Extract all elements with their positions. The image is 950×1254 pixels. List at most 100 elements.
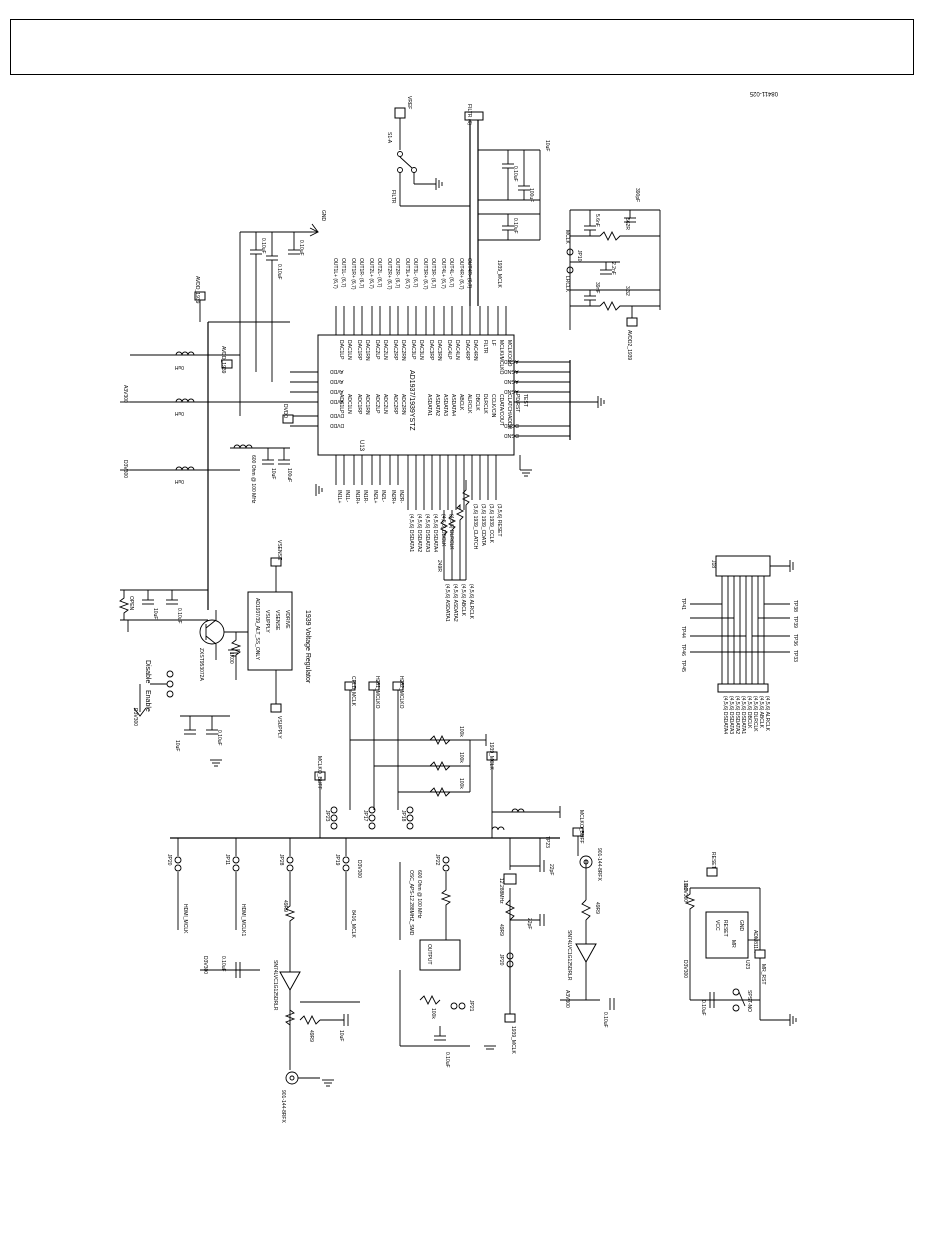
dvdd-bead-label: 600 Ohm @ 100 MHz	[250, 455, 256, 504]
out3l-plus-label: OUT3L+ (6,7)	[404, 258, 410, 289]
title-block	[10, 19, 914, 75]
out3l-minus-label: OUT3L- (6,7)	[412, 258, 418, 288]
codec-pin-adc1lp: ADC1LP	[338, 394, 344, 414]
cap-c80-value: 0.10uF	[512, 166, 518, 182]
codec-pin-dlrclk: DLRCLK	[482, 394, 488, 414]
res-r103-value: OPEN	[128, 596, 134, 611]
codec-pin-asdata3: ASDATA3	[442, 394, 448, 416]
codec-pin-agnd-1: AGND	[504, 358, 519, 364]
cap-c20-value: 0.10uF	[602, 1012, 608, 1028]
res-r169-value: 100k	[458, 778, 464, 789]
vref-label: VREF	[406, 96, 412, 109]
pll-jumper-label: JP10	[576, 250, 582, 262]
out1r-minus-label: OUT1R- (6,7)	[358, 258, 364, 289]
pll-lrclk-label: LRCLK	[564, 276, 570, 293]
codec-pin-dac3ln: DAC3LN	[418, 340, 424, 360]
test-point-tp23: TP23	[544, 836, 550, 848]
avdd-1939-label: AVDD_1939	[194, 276, 200, 304]
ground-symbols	[127, 469, 532, 1087]
codec-pin-dac1rp: DAC1RP	[356, 340, 362, 361]
cdata-label: (3,6) 1939_CDATA	[480, 504, 486, 546]
jumper-jp21: JP21	[468, 1000, 474, 1012]
reset-supervisor: VCC RESET MR GND ADM811R U23 10k0 RESET …	[682, 852, 797, 1026]
codec-input-labels: IN1L+ IN1L- IN1R+ IN1R- IN2L+ IN2L- IN2R…	[336, 490, 502, 552]
filtr-switch-label: FILTR	[390, 190, 396, 204]
dsdata2-label: (4,5,6) DSDATA2	[416, 514, 422, 552]
out1l-plus-label: OUT1L+ (6,7)	[332, 258, 338, 289]
in1l-plus-label: IN1L+	[336, 490, 342, 504]
codec-part-name: AD1937/1939YSTZ	[408, 370, 415, 431]
header-j18-label: J18	[710, 560, 716, 568]
res-left-2: 49R9	[308, 1030, 314, 1042]
codec-pin-adc2lp: ADC2LP	[374, 394, 380, 414]
codec-pin-alrclk: ALRCLK	[466, 394, 472, 414]
codec-pin-dbclk: DBCLK	[474, 394, 480, 411]
mr-net-label: MR_RST	[760, 964, 766, 985]
cap-c125-value: 390pF	[634, 188, 640, 202]
codec-pin-adc1ln: ADC1LN	[346, 394, 352, 414]
transistor-part: ZXST953072A	[198, 648, 204, 681]
mclki-net-label: 1939_MCLK	[496, 260, 502, 288]
hdmi-mclk-label: HDMI_MCLK	[182, 904, 188, 934]
mclk-8416-label: 8416_MCLK	[350, 910, 356, 938]
cap-c130-value: 39nF	[594, 282, 600, 293]
dbclk-label: (4,5,6) DBCLK	[440, 514, 446, 547]
jumper-jp18: JP18	[400, 810, 406, 822]
right-a3v-label: A3V300	[564, 990, 570, 1008]
in2l-minus-label: IN2L-	[380, 490, 386, 503]
res-r197-value: 100k	[458, 726, 464, 737]
regulator-caption: 1939 Voltage Regulator	[304, 610, 311, 684]
crystal-value: 12.288MHz	[498, 878, 504, 904]
codec-pin-agnd-2: AGND	[504, 368, 519, 374]
out4r-plus-label: OUT4R+ (6,7)	[458, 258, 464, 290]
res-r177-value: 1K00	[228, 652, 234, 664]
codec-designator: U13	[358, 440, 364, 452]
reset-ic-part: ADM811R	[752, 930, 758, 953]
out2r-minus-label: OUT2R- (6,7)	[394, 258, 400, 289]
codec-pin-dac1ln: DAC1LN	[346, 340, 352, 360]
mclko-1939-label: 1939_MCLK	[510, 1026, 516, 1054]
dsdata3-label: (4,5,6) DSDATA3	[424, 514, 430, 552]
codec-pin-adc2ln: ADC2LN	[382, 394, 388, 414]
jumper-jp19: JP19	[334, 854, 340, 866]
enable-label: Enable	[144, 690, 151, 712]
clock-distribution: MCLKO_BUFF CPLD_MCLK H281_MCLKO H282_MCL…	[166, 676, 615, 1123]
cap-c91-value: 10uF	[270, 468, 276, 479]
regulator-ic-part: AD1937/39_ALT_SS_ONLY	[254, 598, 260, 661]
tp45-label: TP45	[680, 660, 686, 672]
filtr-vref-section: FILTR (6) 0.10uF 100uF 10uF 0.10uF VREF …	[386, 96, 550, 306]
codec-pin-dac2lp: DAC2LP	[374, 340, 380, 360]
res-right-value: 49R9	[594, 902, 600, 914]
codec-pin-clatch: CLATCH/ADDR	[506, 394, 512, 430]
vsupply-net-label: VSUPPLY	[276, 716, 282, 739]
out1l-minus-label: OUT1L- (6,7)	[340, 258, 346, 288]
res-xtal-value: 49R9	[498, 924, 504, 936]
cap-c37-value: 0.10uF	[176, 608, 182, 624]
ferrite-2-value: 0uH	[174, 410, 184, 416]
res-r172-value: 100k	[458, 752, 464, 763]
codec-output-pins	[335, 306, 507, 335]
reset-d3v-label: D3V300	[682, 884, 688, 902]
voltage-regulator: AD1937/39_ALT_SS_ONLY VSUPPLY VSENSE VDR…	[118, 540, 311, 751]
cap-c115-value: 0.10uF	[298, 240, 304, 256]
codec-pin-pdrst: PD/RST	[514, 394, 520, 412]
header-j18: J18 TP41 TP44 TP46 TP45 TP38 TP39 TP36 T…	[680, 555, 798, 734]
in2r-minus-label: IN2R-	[398, 490, 404, 503]
mclki-1939-label: 1939_MCLK	[488, 742, 494, 770]
avdd2-label: AVDD2_1939	[626, 330, 632, 360]
disable-label: Disable	[144, 660, 151, 683]
codec-pin-asdata2: ASDATA2	[434, 394, 440, 416]
codec-pin-dac3rp: DAC3RP	[428, 340, 434, 361]
regulator-pin-vdrive: VDRIVE	[284, 610, 290, 629]
jumper-jp23: JP23	[324, 810, 330, 822]
asdata2-label: (4,5,6) ASDATA2	[452, 584, 458, 622]
cap-c174-value: 0.10uF	[220, 956, 226, 972]
codec-pin-test: TEST	[522, 394, 528, 407]
tp39-label: TP39	[792, 616, 798, 628]
codec-pin-dac1rn: DAC1RN	[364, 340, 370, 361]
osc-bead: 600 Ohm @ 100 MHz	[416, 870, 422, 919]
out4l-minus-label: OUT4L- (6,7)	[448, 258, 454, 288]
codec-pin-adc1rn: ADC1RN	[364, 394, 370, 415]
reset-ic-designator: U23	[744, 960, 750, 969]
